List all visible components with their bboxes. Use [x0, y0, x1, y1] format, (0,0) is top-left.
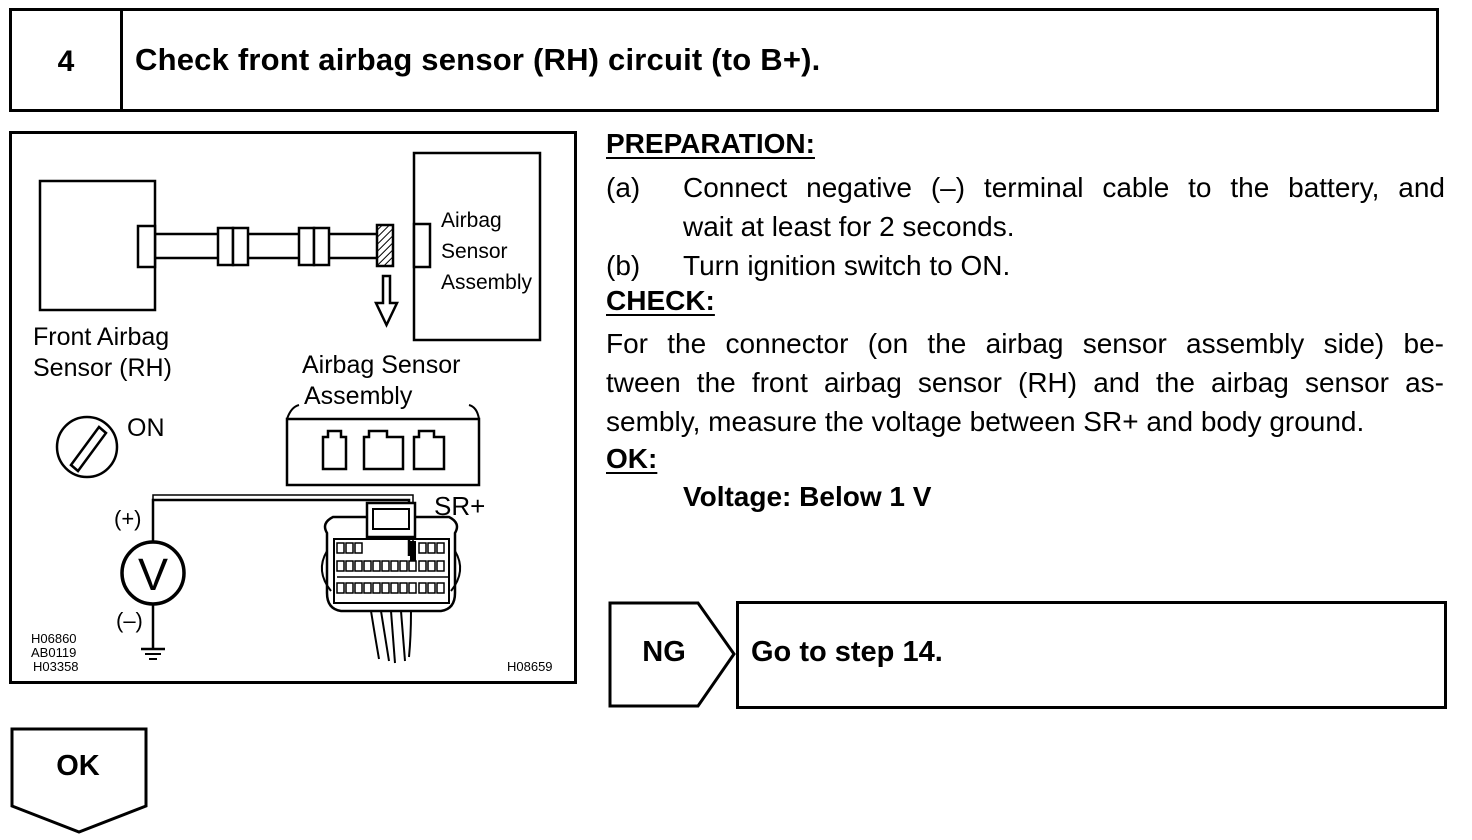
check-text-line-1: For the connector (on the airbag sensor … [606, 328, 1444, 359]
ok-heading: OK: [606, 443, 658, 474]
step-number: 4 [57, 45, 75, 78]
svg-text:Front Airbag: Front Airbag [33, 323, 169, 351]
preparation-heading: PREPARATION: [606, 128, 815, 159]
svg-text:H03358: H03358 [33, 659, 79, 674]
ng-action-text: Go to step 14. [751, 636, 943, 668]
prep-item-b-text: Turn ignition switch to ON. [683, 250, 1011, 281]
ok-flow-arrow-icon [10, 727, 148, 834]
step-divider [120, 8, 123, 112]
front-sensor-connector [136, 224, 157, 269]
inline-connector-1 [231, 226, 250, 267]
step-header [9, 8, 1439, 112]
svg-text:V: V [138, 549, 168, 600]
harness-connector [323, 515, 459, 613]
svg-text:(+): (+) [114, 506, 142, 531]
inline-connector-2 [312, 226, 331, 267]
assembly-connector-face [285, 417, 481, 487]
ng-label: NG [642, 636, 686, 668]
prep-item-a-text: Connect negative (–) terminal cable to t… [683, 172, 1445, 203]
prep-item-a-text-cont: wait at least for 2 seconds. [683, 211, 1015, 242]
ng-branch-shapes [608, 601, 1447, 709]
ok-flow-label: OK [56, 750, 100, 782]
diagram-frame [9, 131, 577, 684]
check-text-line-3: sembly, measure the voltage between SR+ … [606, 406, 1365, 437]
svg-text:H06860: H06860 [31, 631, 77, 646]
svg-text:Assembly: Assembly [304, 382, 413, 410]
svg-text:ON: ON [127, 414, 165, 442]
step-title: Check front airbag sensor (RH) circuit (… [135, 42, 821, 77]
svg-text:(–): (–) [116, 608, 143, 633]
prep-item-a-marker: (a) [606, 172, 641, 203]
ok-spec-value: Voltage: Below 1 V [683, 481, 932, 512]
svg-text:Assembly: Assembly [441, 271, 533, 294]
svg-text:Airbag: Airbag [441, 209, 502, 232]
svg-text:Airbag Sensor: Airbag Sensor [302, 351, 460, 379]
check-text-line-2: tween the front airbag sensor (RH) and t… [606, 367, 1444, 398]
check-heading: CHECK: [606, 285, 715, 316]
disconnected-connector [375, 223, 395, 268]
svg-text:Sensor: Sensor [441, 240, 508, 263]
ignition-switch-icon [55, 415, 119, 479]
wiring-diagram: Airbag Sensor Assembly Front Airbag Sens… [9, 131, 577, 684]
svg-text:Sensor (RH): Sensor (RH) [33, 354, 172, 382]
prep-item-b-marker: (b) [606, 250, 641, 281]
voltmeter-icon [120, 540, 186, 606]
disconnect-arrow-icon [374, 274, 399, 328]
svg-text:AB0119: AB0119 [31, 645, 76, 660]
svg-text:H08659: H08659 [507, 659, 553, 674]
